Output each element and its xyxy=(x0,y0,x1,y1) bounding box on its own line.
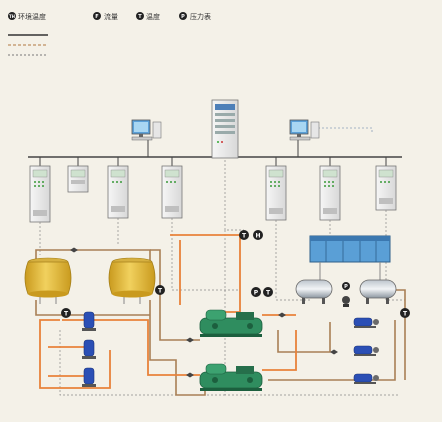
ambient-temp-label: 环境温度 xyxy=(18,12,46,21)
pump-left-3 xyxy=(82,367,96,387)
svg-text:H: H xyxy=(255,233,260,240)
svg-text:T: T xyxy=(64,311,69,318)
temperature-symbol-text: T xyxy=(138,14,142,20)
chiller-2 xyxy=(199,363,263,391)
svg-text:T: T xyxy=(266,290,271,297)
ambient-temp-symbol-text: TH xyxy=(9,14,15,19)
heat-exchanger-right xyxy=(359,279,397,304)
pressure-symbol xyxy=(179,12,187,20)
flow-label: 流量 xyxy=(104,12,118,21)
chilled-water-pipes xyxy=(39,234,297,389)
pressure-gauge-center: P xyxy=(251,287,261,297)
cooling-tower-2 xyxy=(108,257,156,304)
chiller-1 xyxy=(199,309,263,337)
keyboard-icon xyxy=(289,136,311,141)
pressure-gauge-top: P xyxy=(342,282,350,290)
temperature-sensor-center: T xyxy=(155,285,165,295)
svg-text:T: T xyxy=(158,288,163,295)
svg-text:T: T xyxy=(403,311,408,318)
temperature-label: 温度 xyxy=(146,12,160,21)
pressure-label: 压力表 xyxy=(190,12,211,21)
computer-tower-icon xyxy=(310,121,320,139)
control-cabinet-4 xyxy=(161,165,183,219)
svg-text:T: T xyxy=(242,233,247,240)
ambient-temp-symbol xyxy=(8,12,16,20)
pump-left-2 xyxy=(82,339,96,359)
control-cabinet-3 xyxy=(107,165,129,219)
pump-right-1 xyxy=(353,317,379,328)
legend-item-flow: F 流量 xyxy=(93,12,118,21)
temperature-sensor-right: T xyxy=(400,308,410,318)
flow-symbol-text: F xyxy=(95,14,98,20)
control-cabinet-7 xyxy=(375,165,397,211)
computer-tower-icon xyxy=(152,121,162,139)
pump-right-2 xyxy=(353,345,379,356)
signal-wiring xyxy=(39,160,405,396)
svg-text:P: P xyxy=(254,290,259,297)
pressure-symbol-text: P xyxy=(181,14,185,20)
valves xyxy=(70,247,338,378)
legend-item-pressure: P 压力表 xyxy=(179,12,211,21)
control-cabinet-2 xyxy=(67,165,89,193)
workstation-right xyxy=(289,119,320,141)
cooling-water-pipes xyxy=(35,249,406,396)
pump-right-3 xyxy=(353,373,379,384)
remote-link-line xyxy=(318,127,373,132)
air-handling-unit xyxy=(309,235,391,280)
temperature-symbol xyxy=(136,12,144,20)
control-cabinet-5 xyxy=(265,165,287,221)
server-cabinet xyxy=(211,99,239,159)
workstation-left xyxy=(131,119,162,141)
pump-left-1 xyxy=(82,311,96,331)
temperature-sensor-left: T xyxy=(61,308,71,318)
flow-symbol xyxy=(93,12,101,20)
cooling-tower-1 xyxy=(24,257,72,304)
humidity-sensor-top: H xyxy=(253,230,263,240)
legend-item-temperature: T 温度 xyxy=(136,12,160,21)
centrifugal-pump-small xyxy=(342,296,350,307)
svg-text:P: P xyxy=(344,284,348,290)
heat-exchanger-left xyxy=(295,279,333,304)
legend-item-ambient-temp: TH 环境温度 xyxy=(8,12,46,21)
temperature-sensor-mid-right: T xyxy=(263,287,273,297)
control-cabinet-1 xyxy=(29,165,51,223)
keyboard-icon xyxy=(131,136,153,141)
legend: TH 环境温度 F 流量 T 温度 P 压力表 xyxy=(8,12,211,56)
temperature-sensor-top: T xyxy=(239,230,249,240)
control-cabinet-6 xyxy=(319,165,341,221)
